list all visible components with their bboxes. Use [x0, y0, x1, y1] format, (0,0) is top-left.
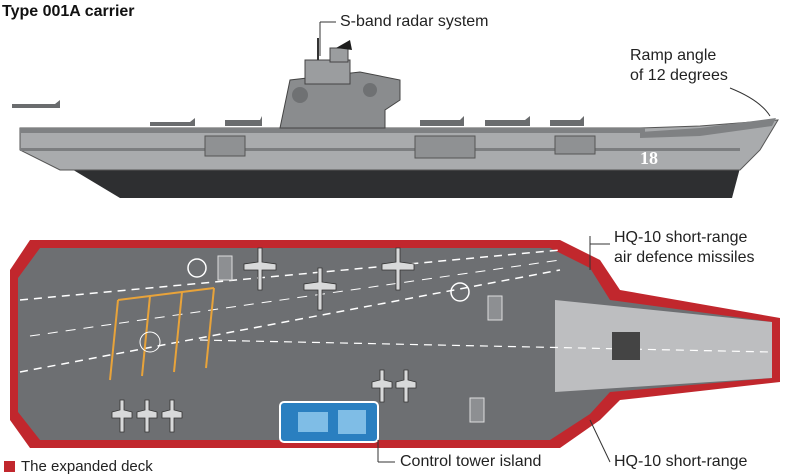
- radar-label: S-band radar system: [340, 13, 489, 30]
- hq10-bottom-label: HQ-10 short-range: [614, 453, 748, 470]
- legend-text: The expanded deck: [21, 458, 153, 475]
- ramp-label-line2: of 12 degrees: [630, 67, 728, 84]
- legend-swatch: [4, 461, 15, 472]
- hq10-top-label-line2: air defence missiles: [614, 249, 755, 266]
- control-tower-label: Control tower island: [400, 453, 542, 470]
- flight-deck: [18, 248, 772, 440]
- ski-jump-ramp: [640, 118, 776, 138]
- top-view: [10, 236, 780, 463]
- hull-number: 18: [640, 148, 658, 168]
- diagram-title: Type 001A carrier: [2, 3, 135, 20]
- legend: The expanded deck: [4, 458, 153, 475]
- hq10-top-label-line1: HQ-10 short-range: [614, 229, 748, 246]
- side-view: 18: [12, 21, 779, 198]
- lower-hull: [70, 168, 740, 198]
- ramp-area: [555, 300, 772, 392]
- main-hull: [19, 119, 779, 171]
- ramp-label-line1: Ramp angle: [630, 47, 717, 64]
